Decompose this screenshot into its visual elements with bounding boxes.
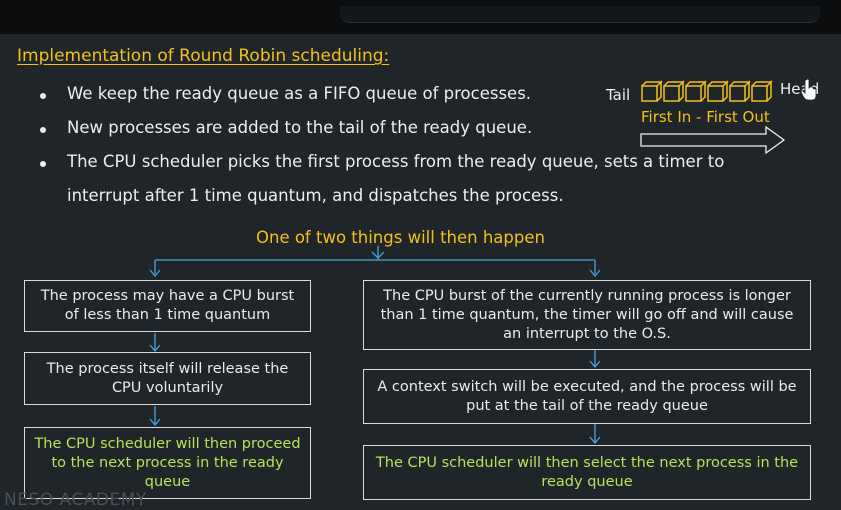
arrow-head-icon xyxy=(371,251,385,259)
fifo-tail-label: Tail xyxy=(606,86,631,104)
flow-box-text: The CPU scheduler will then select the n… xyxy=(375,454,799,490)
slide: Implementation of Round Robin scheduling… xyxy=(0,34,841,510)
flow-box-left-1: The process may have a CPU burst of less… xyxy=(24,280,311,332)
bullet-text: interrupt after 1 time quantum, and disp… xyxy=(67,186,564,205)
arrow-down-icon xyxy=(149,406,161,427)
slide-title: Implementation of Round Robin scheduling… xyxy=(17,46,390,66)
bullet-text: We keep the ready queue as a FIFO queue … xyxy=(67,84,532,103)
subheading: One of two things will then happen xyxy=(256,228,545,247)
arrow-down-icon xyxy=(589,424,601,445)
bullet-dot xyxy=(40,161,46,167)
flow-box-text: The process may have a CPU burst of less… xyxy=(40,288,295,323)
hand-cursor-icon xyxy=(801,78,817,100)
bullet-dot xyxy=(40,93,46,99)
arrow-down-icon xyxy=(589,350,601,369)
bullet-text: New processes are added to the tail of t… xyxy=(67,118,533,137)
flow-box-text: The CPU scheduler will then proceed to t… xyxy=(34,435,301,490)
direction-arrow-icon xyxy=(640,125,786,155)
flow-box-left-2: The process itself will release the CPU … xyxy=(24,352,311,405)
arrow-down-icon xyxy=(149,333,161,353)
bullet-text: The CPU scheduler picks the first proces… xyxy=(67,152,725,171)
flow-connectors xyxy=(149,246,601,445)
flow-box-right-3: The CPU scheduler will then select the n… xyxy=(363,445,811,500)
flow-box-left-3: The CPU scheduler will then proceed to t… xyxy=(24,427,311,499)
bullet-dot xyxy=(40,127,46,133)
top-bar-pill xyxy=(340,6,820,23)
video-top-bar xyxy=(0,0,841,34)
flow-box-right-1: The CPU burst of the currently running p… xyxy=(363,280,811,350)
queue-cell xyxy=(641,80,663,102)
watermark-logo: NESO ACADEMY xyxy=(4,490,147,510)
arrow-head-icon xyxy=(149,269,601,278)
fifo-graphic xyxy=(640,80,786,155)
fifo-caption: First In - First Out xyxy=(641,108,770,126)
flow-box-right-2: A context switch will be executed, and t… xyxy=(363,369,811,424)
flow-box-text: The CPU burst of the currently running p… xyxy=(380,287,794,342)
flow-box-text: The process itself will release the CPU … xyxy=(46,360,289,396)
flow-box-text: A context switch will be executed, and t… xyxy=(377,378,797,414)
